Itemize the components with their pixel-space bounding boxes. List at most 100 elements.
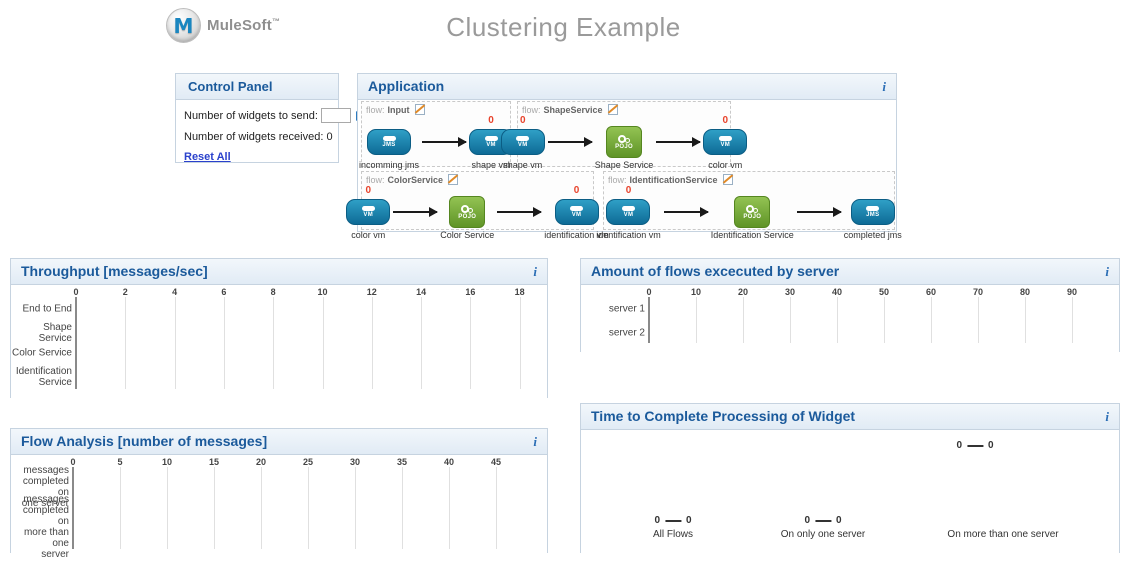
node-icon-text: VM	[623, 212, 634, 218]
widgets-received-value: 0	[326, 131, 333, 143]
tick-label: 10	[690, 287, 702, 297]
control-panel-header: Control Panel	[176, 74, 338, 100]
info-icon[interactable]: i	[533, 434, 537, 449]
tick-label: 45	[490, 457, 502, 467]
tick-label: 16	[465, 287, 476, 297]
tick-label: 25	[302, 457, 314, 467]
reset-all-link[interactable]: Reset All	[184, 151, 231, 163]
gridline	[1072, 297, 1073, 343]
vm-icon: VM	[500, 129, 545, 155]
gear-small-icon	[753, 207, 759, 213]
node-icon-text: POJO	[458, 213, 477, 220]
flow-analysis-title: Flow Analysis [number of messages]	[21, 433, 268, 449]
endpoint-glyph-icon	[361, 206, 375, 211]
edit-icon[interactable]	[448, 174, 459, 185]
info-icon[interactable]: i	[1105, 409, 1109, 424]
edit-icon[interactable]	[414, 104, 425, 115]
tick-label: 30	[349, 457, 361, 467]
edit-icon[interactable]	[607, 104, 618, 115]
node-label: color vm	[708, 160, 743, 170]
edit-icon[interactable]	[722, 174, 733, 185]
tick-label: 80	[1019, 287, 1031, 297]
flow-node-jms[interactable]: JMS completed jms	[844, 185, 902, 240]
node-counter: 0	[625, 185, 632, 196]
node-iconwrap: VM	[703, 126, 748, 158]
gridline	[402, 467, 403, 549]
mulesoft-logo-icon: M	[166, 8, 201, 43]
widgets-to-send-input[interactable]	[320, 108, 351, 123]
tick-label: 0	[646, 287, 652, 297]
jms-icon: JMS	[850, 199, 895, 225]
info-icon[interactable]: i	[882, 79, 886, 94]
category-label: server 1	[608, 303, 645, 315]
gauge-label: On only one server	[780, 529, 866, 540]
category-label: messages completed on more than one serv…	[22, 494, 69, 560]
pojo-icon: POJO	[606, 126, 642, 158]
flow-prefix: flow:	[608, 174, 627, 185]
tick-label: 40	[831, 287, 843, 297]
category-label: Shape Service	[38, 322, 72, 344]
axis-line	[75, 297, 77, 389]
tick-label: 20	[737, 287, 749, 297]
time-panel-header: Time to Complete Processing of Widget i	[581, 404, 1119, 430]
node-icon-text: POJO	[743, 213, 762, 220]
gridline	[978, 297, 979, 343]
node-icon-text: JMS	[382, 142, 396, 148]
gauge-dash-icon	[967, 444, 983, 447]
tick-label: 8	[270, 287, 276, 297]
gauge-dash-icon	[665, 519, 681, 522]
endpoint-glyph-icon	[866, 206, 880, 211]
node-iconwrap: JMS	[850, 196, 895, 228]
flow-analysis-header: Flow Analysis [number of messages] i	[11, 429, 547, 455]
tick-label: 30	[784, 287, 796, 297]
tick-label: 70	[972, 287, 984, 297]
time-panel: Time to Complete Processing of Widget i …	[580, 403, 1120, 553]
info-icon[interactable]: i	[533, 264, 537, 279]
widgets-received-label: Number of widgets received:	[184, 131, 324, 143]
node-iconwrap: POJO	[449, 196, 486, 228]
node-iconwrap: VM	[606, 196, 651, 228]
gridline	[371, 297, 373, 389]
vm-icon: VM	[346, 199, 391, 225]
flow-prefix: flow:	[366, 174, 385, 185]
axis-line	[72, 467, 74, 549]
flow-prefix: flow:	[366, 104, 385, 115]
throughput-header: Throughput [messages/sec] i	[11, 259, 547, 285]
node-label: shape vm	[503, 160, 543, 170]
node-iconwrap: VM	[500, 126, 545, 158]
brand-text: MuleSoft	[207, 17, 272, 34]
tick-label: 20	[255, 457, 267, 467]
node-label: completed jms	[843, 230, 902, 240]
node-icon-text: VM	[571, 212, 582, 218]
gridline	[421, 297, 423, 389]
info-icon[interactable]: i	[1105, 264, 1109, 279]
endpoint-glyph-icon	[621, 206, 635, 211]
gridline	[696, 297, 697, 343]
flow-arrow-icon	[547, 137, 593, 147]
flow-label: flow:ColorService	[366, 174, 589, 185]
gridline	[449, 467, 450, 549]
category-label: server 2	[608, 327, 645, 339]
node-counter: 0	[488, 115, 494, 126]
gauge-label: All Flows	[652, 529, 694, 540]
